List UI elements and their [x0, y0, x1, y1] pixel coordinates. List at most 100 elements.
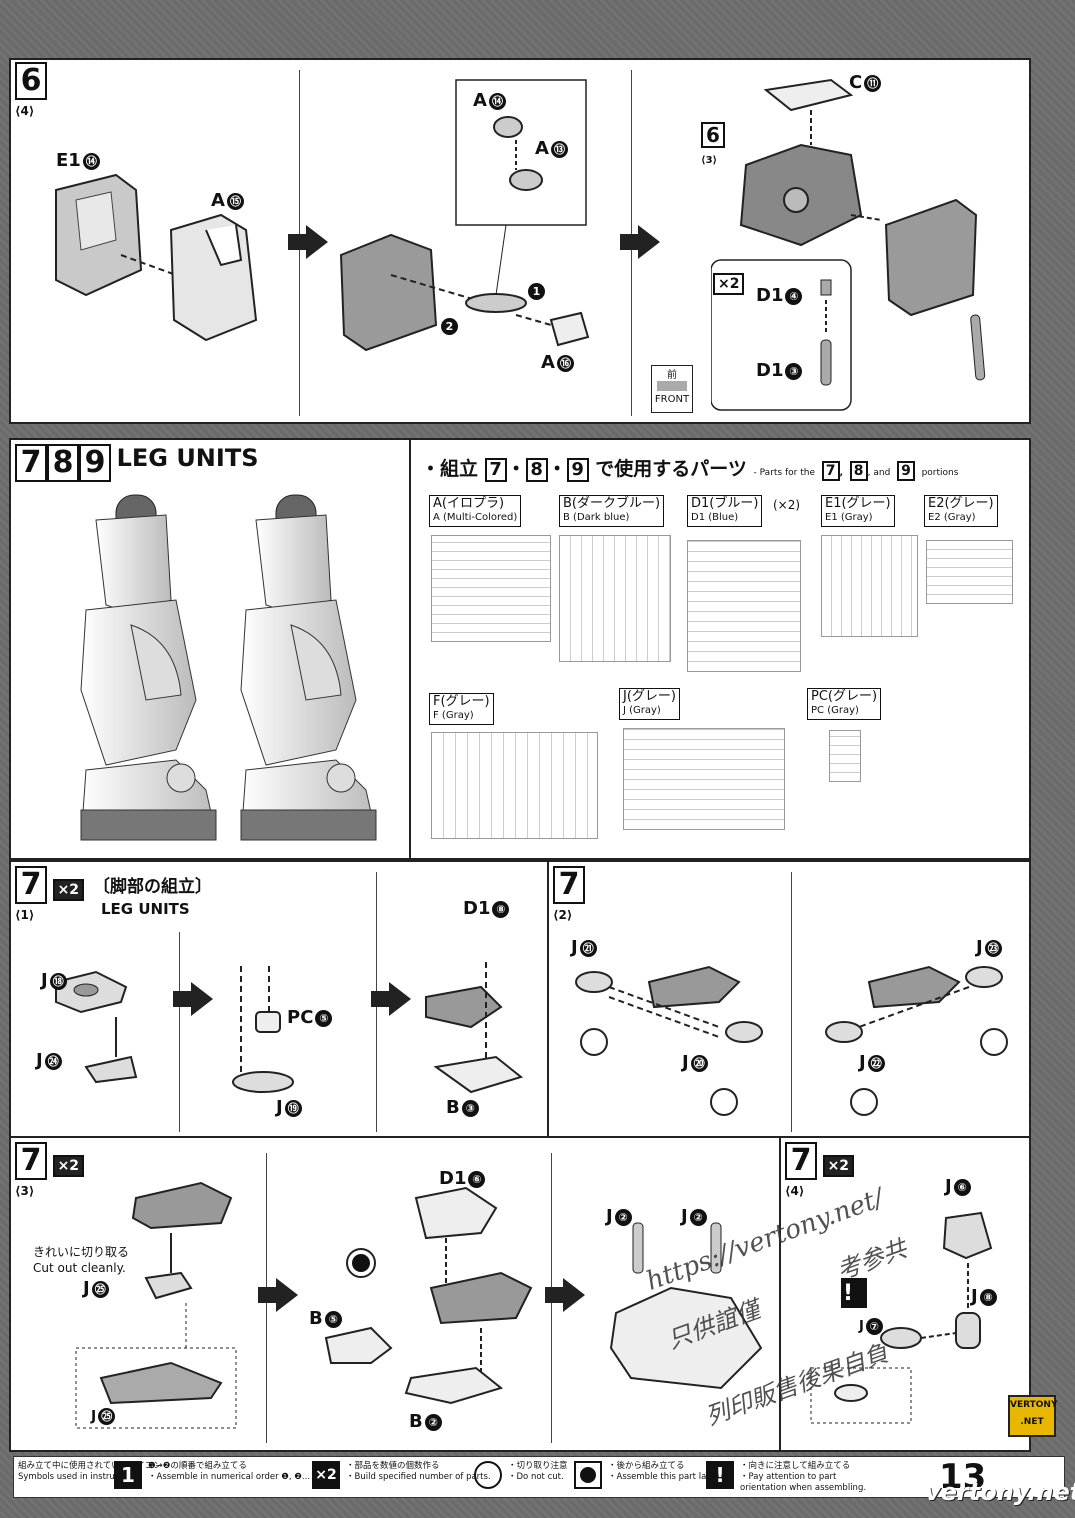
step7-1-number: 7 ×2 ⟨1⟩	[15, 866, 85, 923]
legend-do-not-cut: ・切り取り注意・Do not cut.	[508, 1461, 568, 1482]
divider	[409, 440, 411, 858]
leg-units-illustration	[80, 494, 377, 841]
step7-1-title-en: LEG UNITS	[101, 900, 190, 918]
divider	[791, 872, 792, 1132]
vertony-logo: VERTONY.NET	[1008, 1395, 1057, 1437]
a16-assembly-diagram	[339, 79, 590, 352]
runner-e1-diagram	[821, 535, 918, 637]
runner-label-e1: E1(グレー)E1 (Gray)	[821, 495, 895, 527]
step-arrow	[371, 982, 411, 1016]
step-arrow	[620, 225, 660, 259]
leg-title: LEG UNITS	[116, 444, 259, 472]
cut-note-jp: きれいに切り取る	[33, 1245, 130, 1259]
runner-label-a: A(イロプラ)A (Multi-Colored)	[429, 495, 522, 527]
step-arrow	[258, 1278, 298, 1312]
step7-2-number: 7 ⟨2⟩	[553, 866, 585, 923]
runner-f-diagram	[431, 732, 598, 839]
legend-quantity: ・部品を数値の個数作る・Build specified number of pa…	[346, 1461, 491, 1482]
runner-e2-diagram	[926, 540, 1013, 604]
watermark-site: vertony.net	[925, 1478, 1075, 1506]
step7-3-diagram	[75, 1181, 763, 1429]
runner-label-d1: D1(ブルー)D1 (Blue)	[687, 495, 763, 527]
runner-label-f: F(グレー)F (Gray)	[429, 693, 494, 725]
e1-part-diagram	[55, 173, 258, 342]
runner-b-diagram	[559, 535, 671, 662]
divider	[179, 932, 180, 1132]
runner-j-diagram	[623, 728, 785, 830]
step7-2-diagram	[575, 965, 1008, 1116]
step-arrow	[288, 225, 328, 259]
legend-assemble-later: ・後から組み立てる・Assemble this part later.	[608, 1461, 721, 1482]
cut-note-en: Cut out cleanly.	[33, 1261, 126, 1275]
quantity-badge: ×2	[713, 272, 745, 295]
legend-orientation: ・向きに注意して組み立てる・Pay attention to part orie…	[740, 1461, 867, 1493]
do-not-cut-icon	[474, 1461, 502, 1489]
c11-assembly-diagram	[711, 78, 986, 411]
runner-label-j: J(グレー)J (Gray)	[619, 688, 680, 720]
step-arrow	[173, 982, 213, 1016]
step7-3-number: 7 ×2 ⟨3⟩	[15, 1142, 85, 1199]
quantity-icon: ×2	[312, 1461, 340, 1489]
ref-step6-badge: 6 ⟨3⟩	[701, 122, 725, 167]
step-arrow	[545, 1278, 585, 1312]
page-number: 13	[939, 1457, 987, 1497]
parts-title: ・組立 7・8・9 で使用するパーツ - Parts for the 7, 8,…	[421, 458, 959, 482]
runner-label-pc: PC(グレー)PC (Gray)	[807, 688, 882, 720]
runner-pc-diagram	[829, 730, 861, 782]
step7-4-number: 7 ×2 ⟨4⟩	[785, 1142, 855, 1199]
sequence-badge: 1	[526, 280, 545, 301]
orientation-warning-icon: !	[706, 1461, 734, 1489]
sequence-badge: 2	[439, 315, 458, 336]
step7-1-diagram	[55, 962, 524, 1094]
legend-sequence: ❶→❷の順番で組み立てる・Assemble in numerical order…	[148, 1461, 311, 1482]
assemble-later-icon	[574, 1461, 602, 1489]
step7-4-diagram	[810, 1211, 993, 1424]
step6-number: 6 ⟨4⟩	[15, 62, 47, 119]
warning-icon: !	[843, 1281, 854, 1306]
runner-label-e2: E2(グレー)E2 (Gray)	[924, 495, 998, 527]
runner-label-b: B(ダークブルー)B (Dark blue)	[559, 495, 665, 527]
runner-d1-diagram	[687, 540, 801, 672]
step7-1-title-jp: 〔脚部の組立〕	[93, 877, 212, 897]
runner-a-diagram	[431, 535, 551, 642]
sequence-icon: 1	[114, 1461, 142, 1489]
runner-d1-qty: (×2)	[773, 498, 801, 512]
